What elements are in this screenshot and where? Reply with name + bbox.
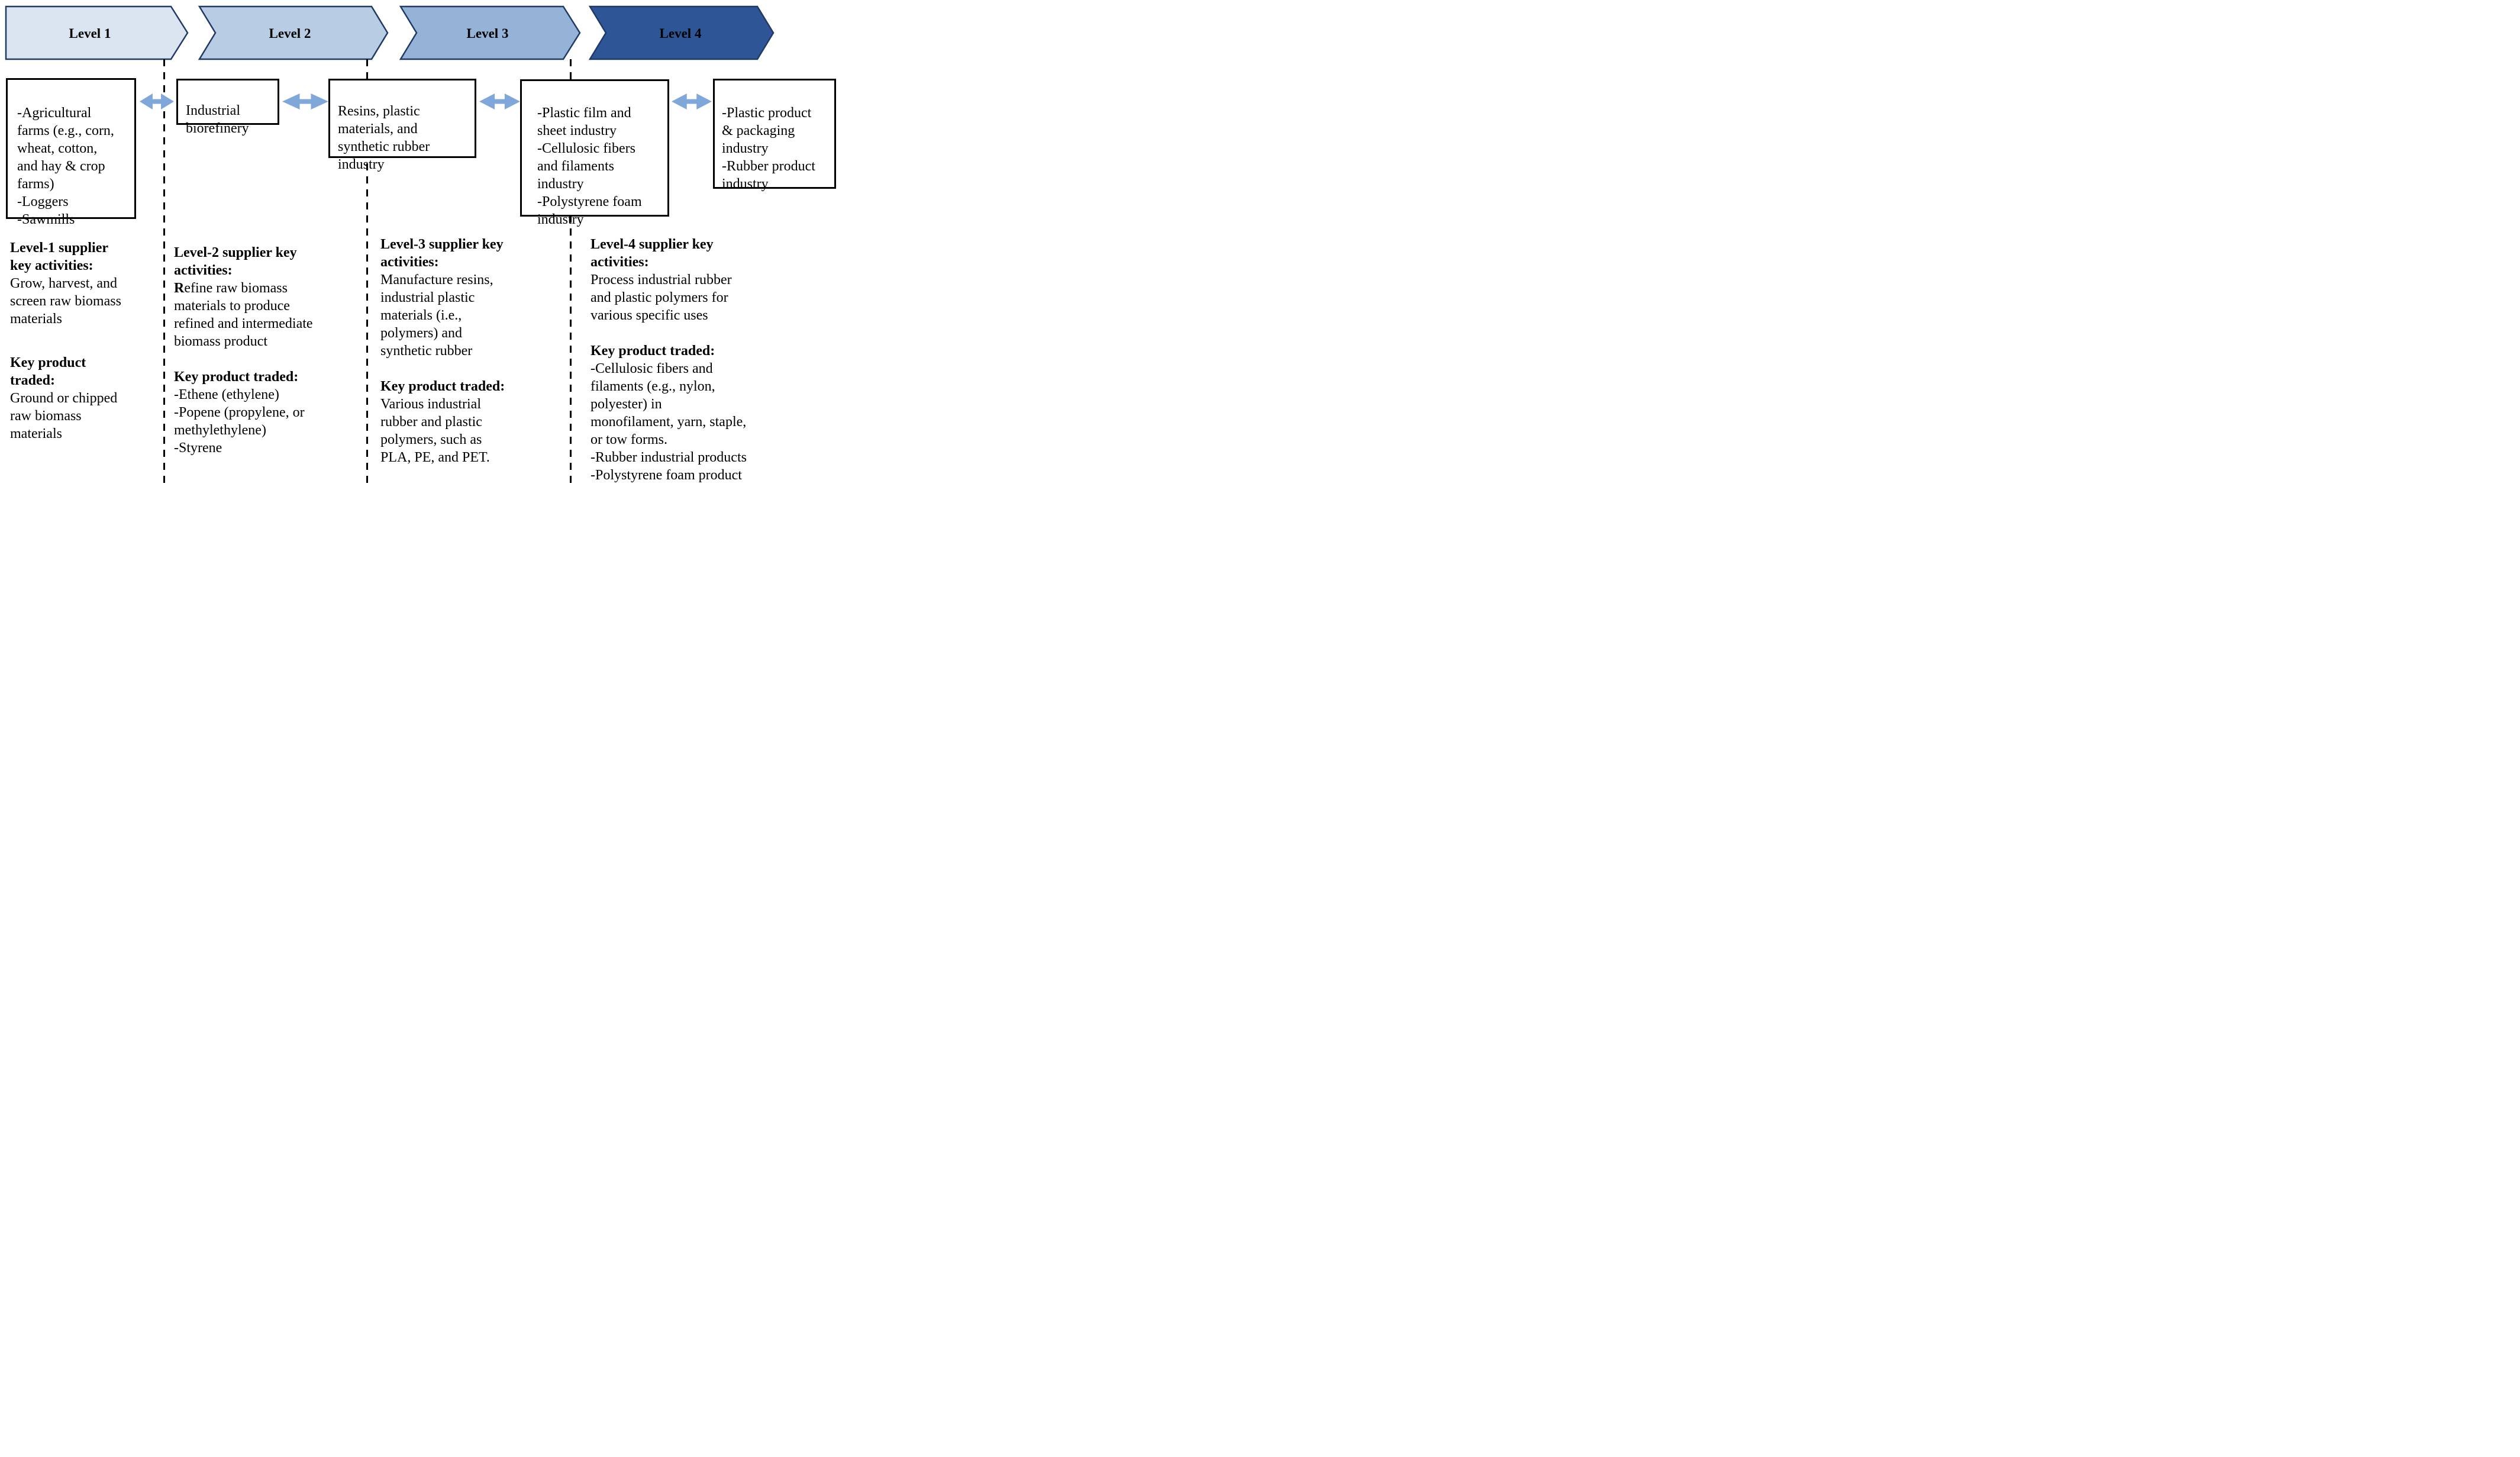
level1-supplier-box-text: -Agricultural farms (e.g., corn, wheat, …	[17, 105, 114, 227]
level-2-label: Level 2	[269, 26, 311, 41]
double-arrow-icon-3	[479, 94, 520, 109]
supply-chain-diagram: Level 1 Level 2 Level 3 Level 4 -Agricul…	[0, 0, 840, 486]
level4-activities-body: Process industrial rubber and plastic po…	[591, 272, 732, 323]
level2-activities-lead: R	[174, 281, 185, 296]
level-divider-2	[366, 59, 368, 486]
level3-activities-body: Manufacture resins, industrial plastic m…	[380, 272, 493, 359]
level1-products-heading: Key product traded:	[10, 355, 86, 388]
level2-biorefinery-box-text: Industrial biorefinery	[186, 103, 249, 136]
level2-products-body: -Ethene (ethylene) -Popene (propylene, o…	[174, 387, 305, 456]
level3-products-heading: Key product traded:	[380, 379, 505, 394]
level3-resins-box-text: Resins, plastic materials, and synthetic…	[338, 104, 430, 172]
double-arrow-icon-2	[282, 94, 328, 109]
level-4-chevron	[588, 5, 775, 60]
level3-resins-box: Resins, plastic materials, and synthetic…	[328, 79, 476, 172]
level-chevron-band: Level 1 Level 2 Level 3 Level 4	[5, 5, 775, 60]
level4-products-heading: Key product traded:	[591, 343, 715, 359]
level4-description-column: Level-4 supplier key activities: Process…	[591, 236, 747, 484]
level1-activities-heading: Level-1 supplier key activities:	[10, 240, 108, 273]
level1-description-column: Level-1 supplier key activities: Grow, h…	[10, 239, 121, 443]
level3-products-body: Various industrial rubber and plastic po…	[380, 397, 490, 465]
level3-activities-heading: Level-3 supplier key activities:	[380, 237, 504, 270]
level4-converters-box-text: -Plastic film and sheet industry -Cellul…	[537, 105, 642, 227]
double-arrow-icon-4	[672, 94, 712, 109]
level2-activities-heading: Level-2 supplier key activities:	[174, 245, 297, 278]
level-1-label: Level 1	[69, 26, 111, 41]
level-divider-1	[163, 59, 165, 486]
level-divider-3	[570, 59, 572, 486]
double-arrow-icon-1	[140, 94, 174, 109]
downstream-products-box-text: -Plastic product & packaging industry -R…	[722, 105, 815, 192]
level-2-chevron	[198, 5, 389, 60]
level-1-chevron	[5, 5, 189, 60]
level2-biorefinery-box: Industrial biorefinery	[176, 79, 279, 136]
level-3-label: Level 3	[467, 26, 509, 41]
level3-description-column: Level-3 supplier key activities: Manufac…	[380, 236, 505, 466]
downstream-products-box: -Plastic product & packaging industry -R…	[713, 79, 836, 192]
level2-products-heading: Key product traded:	[174, 369, 299, 385]
level2-activities-rest: efine raw biomass materials to produce r…	[174, 281, 313, 349]
level2-description-column: Level-2 supplier key activities: Refine …	[174, 244, 313, 457]
level-3-chevron	[399, 5, 581, 60]
level1-supplier-box: -Agricultural farms (e.g., corn, wheat, …	[6, 78, 136, 227]
level4-activities-heading: Level-4 supplier key activities:	[591, 237, 714, 270]
level-4-label: Level 4	[660, 26, 702, 41]
level2-activities-body: Refine raw biomass materials to produce …	[174, 279, 313, 350]
level1-activities-body: Grow, harvest, and screen raw biomass ma…	[10, 276, 121, 327]
level4-converters-box: -Plastic film and sheet industry -Cellul…	[520, 79, 669, 227]
level4-products-body: -Cellulosic fibers and filaments (e.g., …	[591, 361, 747, 483]
level1-products-body: Ground or chipped raw biomass materials	[10, 391, 118, 441]
